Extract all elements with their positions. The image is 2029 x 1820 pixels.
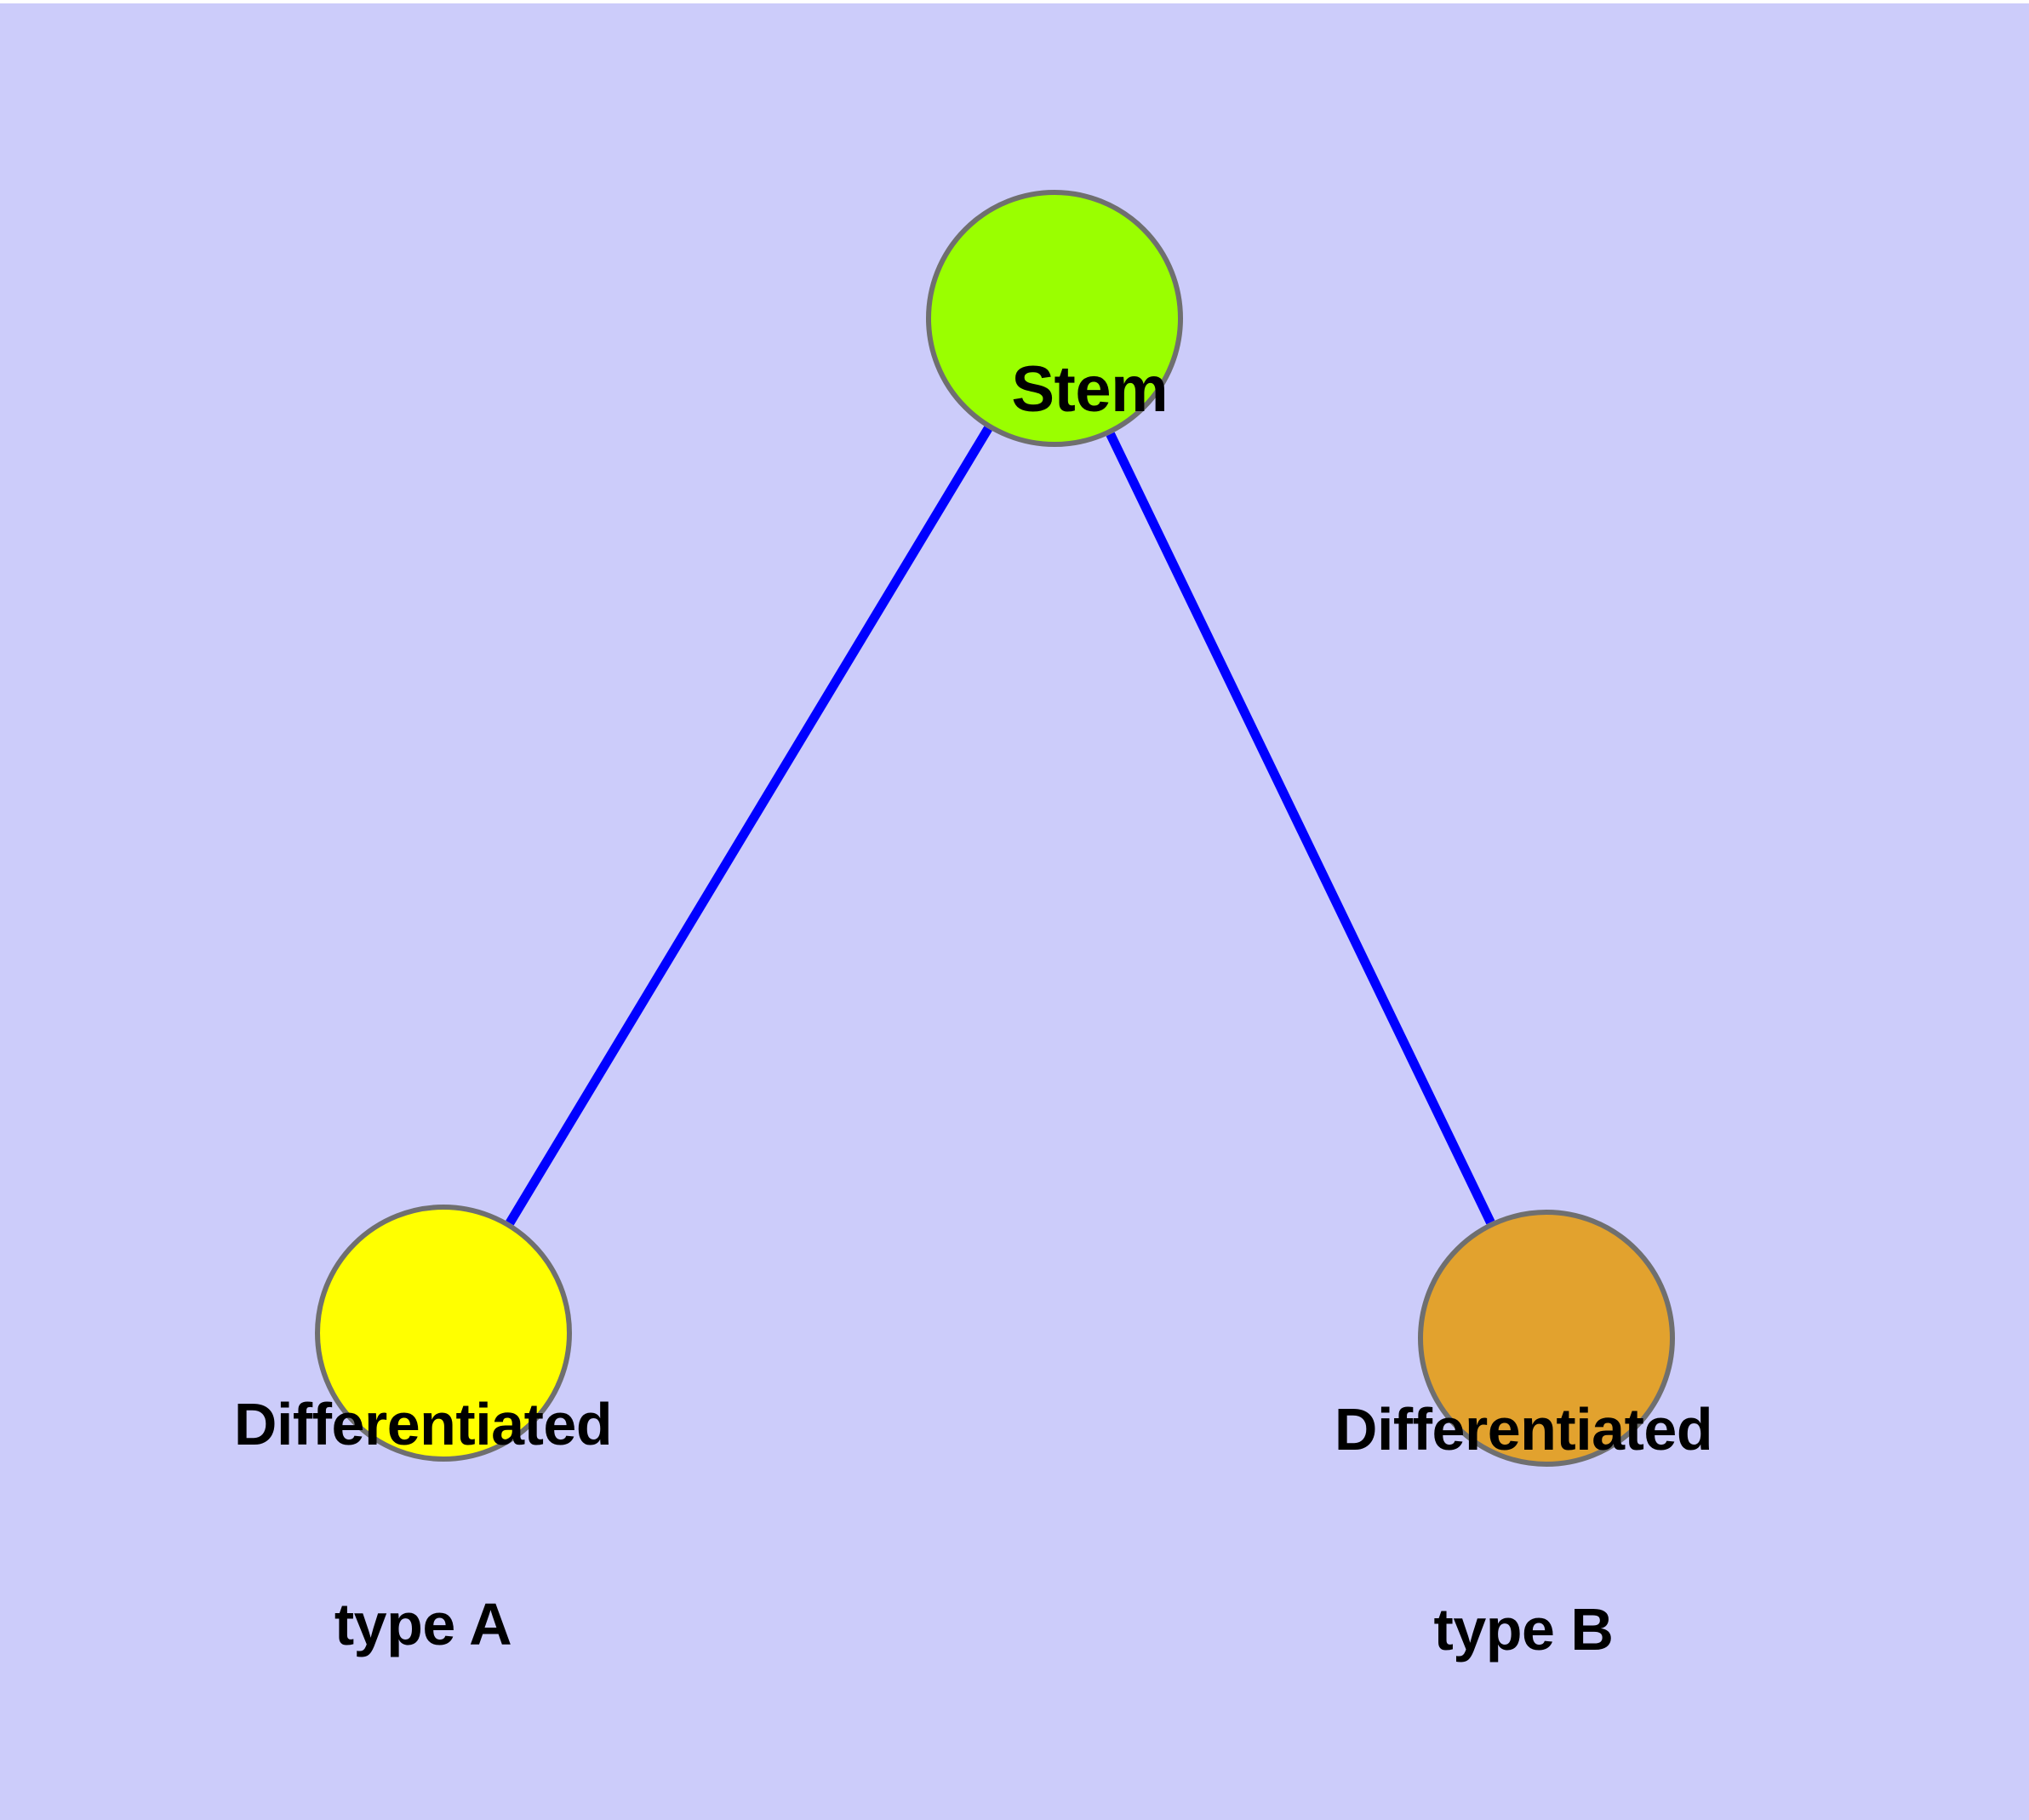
node-differentiated-type-a[interactable]: [315, 1205, 572, 1462]
node-stem[interactable]: [926, 190, 1183, 447]
edge-stem-diff-b[interactable]: [1106, 432, 1495, 1225]
edge-stem-diff-a[interactable]: [506, 426, 992, 1226]
node-differentiated-type-b[interactable]: [1418, 1210, 1675, 1467]
edge-layer: [506, 426, 1495, 1226]
node-layer: [315, 190, 1675, 1467]
